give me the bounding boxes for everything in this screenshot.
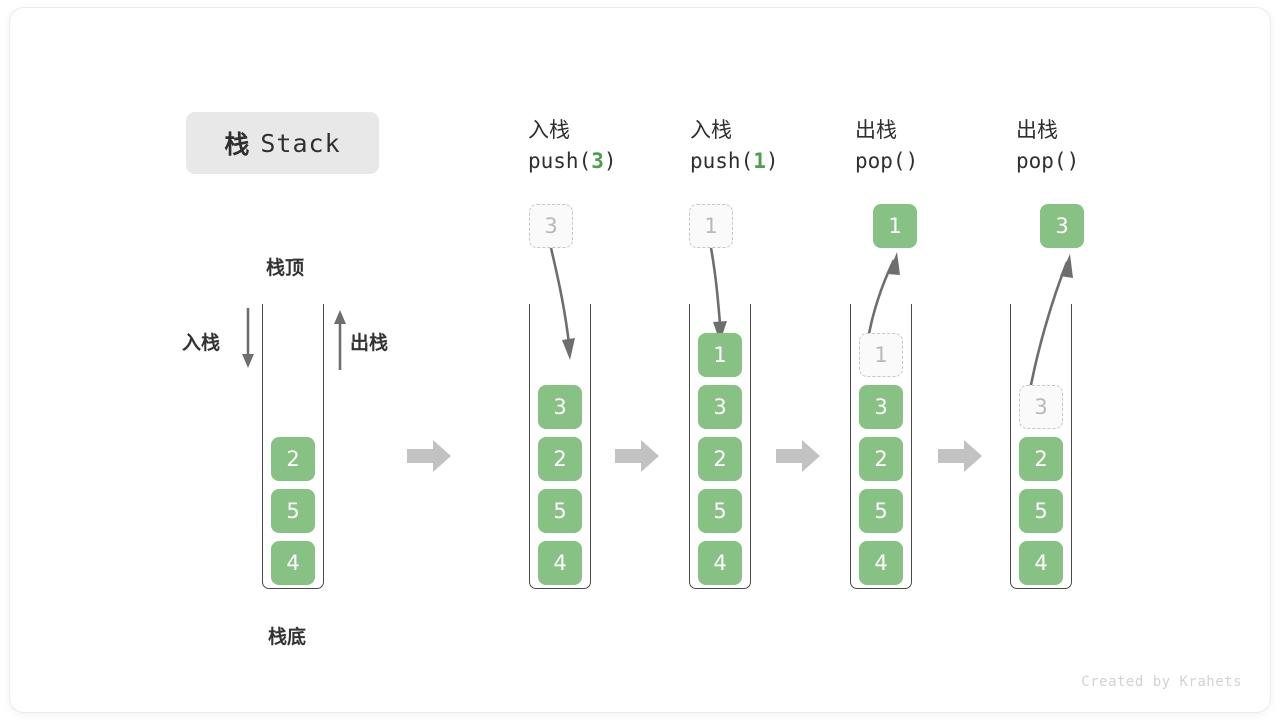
stack-cell: 4 (271, 541, 315, 585)
fn-prefix: pop( (855, 149, 906, 174)
fn-prefix: push( (690, 149, 754, 174)
stack-cell: 2 (1019, 437, 1063, 481)
fn-prefix: push( (528, 149, 592, 174)
floating-cell-pop-2: 3 (1040, 204, 1084, 248)
transition-arrow-icon (938, 440, 982, 472)
push-flow-arrow-icon (549, 247, 575, 360)
stack-cell: 4 (538, 541, 582, 585)
column-header-cn: 入栈 (528, 118, 570, 142)
stack-cell: 2 (698, 437, 742, 481)
stack-cell: 2 (538, 437, 582, 481)
floating-cell-push-1: 1 (689, 204, 733, 248)
page-title: 栈 Stack (186, 112, 379, 174)
column-header-fn: pop() (1016, 146, 1186, 177)
stack-cell: 5 (271, 489, 315, 533)
fn-arg: 1 (753, 149, 766, 174)
stack-container-initial: 2 5 4 (262, 304, 324, 589)
stack-container-push-1: 1 3 2 5 4 (689, 304, 751, 589)
column-header-fn: push(1) (690, 146, 860, 177)
pop-flow-arrow-icon (1028, 254, 1073, 391)
label-stack-bottom: 栈底 (268, 626, 307, 648)
column-header-fn: pop() (855, 146, 1025, 177)
stack-cell: 5 (698, 489, 742, 533)
page-title-cn: 栈 (224, 131, 251, 159)
stack-cell: 1 (698, 333, 742, 377)
fn-suffix: ) (905, 149, 919, 174)
stack-cell: 3 (698, 385, 742, 429)
fn-suffix: ) (765, 149, 779, 174)
column-header-cn: 出栈 (855, 118, 897, 142)
pop-flow-arrow-icon (866, 252, 900, 341)
transition-arrow-icon (776, 440, 820, 472)
stack-cell: 1 (859, 333, 903, 377)
stack-cell: 2 (271, 437, 315, 481)
stack-container-pop-1: 1 3 2 5 4 (850, 304, 912, 589)
stack-container-pop-2: 3 2 5 4 (1010, 304, 1072, 589)
column-header-cn: 出栈 (1016, 118, 1058, 142)
column-header-pop-2: 出栈 pop() (1016, 115, 1186, 177)
floating-cell-pop-1: 1 (873, 204, 917, 248)
fn-arg: 3 (591, 149, 604, 174)
stack-cell: 5 (1019, 489, 1063, 533)
push-flow-arrow-icon (709, 247, 727, 342)
stack-cell: 4 (698, 541, 742, 585)
stack-cell: 4 (859, 541, 903, 585)
label-stack-top: 栈顶 (266, 257, 305, 279)
column-header-push-1: 入栈 push(1) (690, 115, 860, 177)
label-pop-side: 出栈 (350, 332, 389, 354)
pop-direction-arrow-icon (334, 310, 346, 370)
stack-cell: 3 (1019, 385, 1063, 429)
column-header-cn: 入栈 (690, 118, 732, 142)
footer-credit: Created by Krahets (1081, 674, 1242, 690)
stack-cell: 5 (859, 489, 903, 533)
transition-arrow-icon (615, 440, 659, 472)
stack-cell: 3 (538, 385, 582, 429)
transition-arrow-icon (407, 440, 451, 472)
floating-cell-push-3: 3 (529, 204, 573, 248)
column-header-pop-1: 出栈 pop() (855, 115, 1025, 177)
stack-cell: 5 (538, 489, 582, 533)
fn-prefix: pop( (1016, 149, 1067, 174)
push-direction-arrow-icon (242, 308, 254, 368)
stack-container-push-3: 3 2 5 4 (529, 304, 591, 589)
fn-suffix: ) (603, 149, 617, 174)
label-push-side: 入栈 (182, 332, 221, 354)
stack-cell: 4 (1019, 541, 1063, 585)
column-header-fn: push(3) (528, 146, 698, 177)
page-title-en: Stack (260, 128, 341, 158)
stack-cell: 2 (859, 437, 903, 481)
stack-cell: 3 (859, 385, 903, 429)
column-header-push-3: 入栈 push(3) (528, 115, 698, 177)
fn-suffix: ) (1066, 149, 1080, 174)
